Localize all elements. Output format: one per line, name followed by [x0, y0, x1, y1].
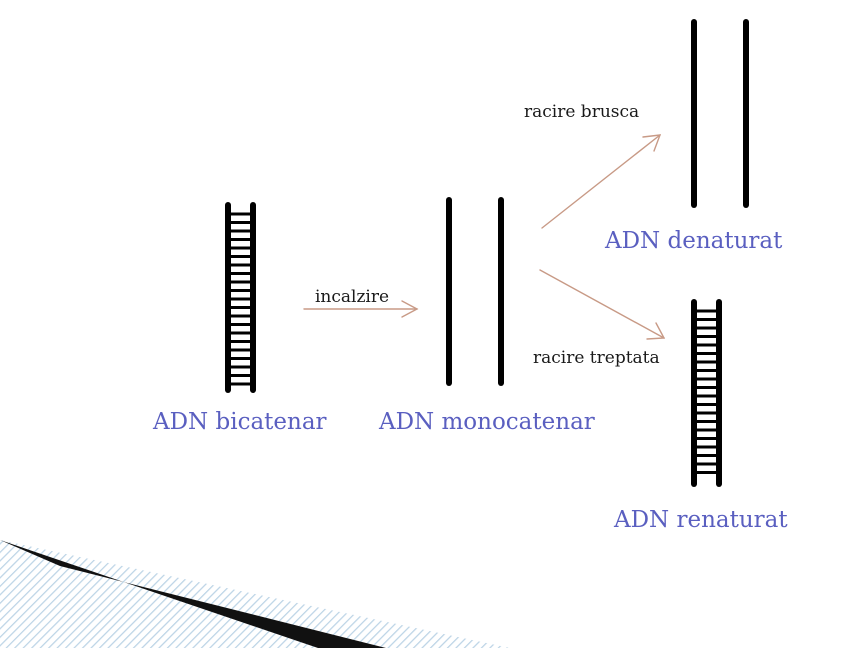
decorative-corner — [0, 540, 510, 648]
dna-double-strand-left — [225, 202, 256, 393]
arrow-heating — [303, 300, 419, 318]
label-dna-monocatenar: ADN monocatenar — [378, 409, 595, 435]
label-dna-denaturat: ADN denaturat — [604, 228, 783, 254]
label-fast-cooling: racire brusca — [524, 102, 639, 122]
dna-single-strands-middle — [446, 197, 504, 386]
decor-hatch-band — [0, 540, 510, 648]
base-pair-rungs-right — [697, 309, 716, 474]
dna-denatured-strands — [691, 19, 749, 208]
arrow-slow-cooling — [539, 269, 666, 340]
label-heating: incalzire — [315, 287, 389, 307]
label-slow-cooling: racire treptata — [533, 348, 660, 368]
label-dna-renaturat: ADN renaturat — [613, 507, 788, 533]
base-pair-rungs-left — [231, 212, 250, 386]
arrow-fast-cooling — [541, 134, 662, 229]
dna-renatured-double-strand — [691, 299, 722, 487]
label-dna-bicatenar: ADN bicatenar — [152, 409, 327, 435]
process-arrows — [303, 134, 666, 340]
